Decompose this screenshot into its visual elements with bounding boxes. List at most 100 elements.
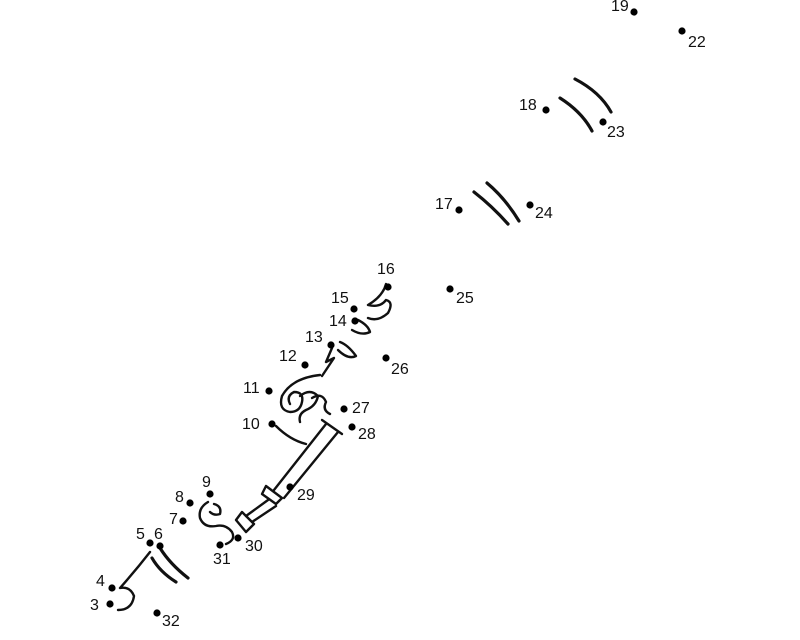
dot-number-label: 30	[245, 538, 263, 555]
dot-marker	[384, 283, 392, 291]
stroke-bottom-curl	[116, 550, 152, 612]
stroke-body-curl	[279, 373, 322, 414]
dot-8: 8	[175, 489, 194, 507]
stroke-lower-joint	[234, 510, 256, 534]
dot-number-label: 22	[688, 34, 706, 51]
dot-marker	[678, 27, 686, 35]
dot-marker	[106, 600, 114, 608]
dot-19: 19	[611, 0, 638, 16]
dot-number-label: 28	[358, 426, 376, 443]
dot-marker	[348, 423, 356, 431]
dot-number-label: 24	[535, 205, 553, 222]
dot-marker	[179, 517, 187, 525]
stroke-low-2	[150, 556, 178, 584]
dot-marker	[630, 8, 638, 16]
stroke-body-inner	[298, 390, 320, 424]
stroke-body-hook	[310, 394, 332, 416]
dot-5: 5	[136, 526, 154, 547]
dot-number-label: 7	[169, 511, 178, 528]
dot-31: 31	[213, 541, 231, 568]
dot-number-label: 19	[611, 0, 629, 15]
stroke-shaft-cap	[320, 418, 344, 436]
dot-number-label: 16	[377, 261, 395, 278]
dot-marker	[351, 317, 359, 325]
dot-number-label: 12	[279, 348, 297, 365]
dot-27: 27	[340, 400, 370, 417]
dot-26: 26	[382, 354, 409, 378]
dot-25: 25	[446, 285, 474, 307]
dot-number-label: 13	[305, 329, 323, 346]
dot-4: 4	[96, 573, 116, 592]
dot-number-label: 29	[297, 487, 315, 504]
dot-22: 22	[678, 27, 706, 51]
dot-number-label: 3	[90, 597, 99, 614]
dot-32: 32	[153, 609, 180, 630]
dot-marker	[268, 420, 276, 428]
dot-24: 24	[526, 201, 553, 222]
stroke-neck-1	[350, 318, 372, 335]
dot-10: 10	[242, 416, 276, 433]
dot-15: 15	[331, 290, 358, 313]
dot-marker	[526, 201, 534, 209]
dot-marker	[286, 483, 294, 491]
stroke-shaft-left	[272, 422, 328, 492]
dot-marker	[234, 534, 242, 542]
dot-marker	[455, 206, 463, 214]
dot-number-label: 27	[352, 400, 370, 417]
dot-number-label: 10	[242, 416, 260, 433]
stroke-joint	[260, 484, 284, 506]
dot-number-label: 32	[162, 613, 180, 630]
dot-18: 18	[519, 97, 550, 114]
dot-marker	[265, 387, 273, 395]
stroke-mid-2	[472, 190, 510, 226]
dot-marker	[327, 341, 335, 349]
stroke-neck-3	[320, 346, 336, 378]
dot-number-label: 31	[213, 551, 231, 568]
dot-marker	[108, 584, 116, 592]
dot-7: 7	[169, 511, 187, 528]
stroke-upper-1	[573, 77, 613, 114]
dot-number-label: 8	[175, 489, 184, 506]
dot-30: 30	[234, 534, 263, 555]
dot-marker	[146, 539, 154, 547]
dot-number-label: 18	[519, 97, 537, 114]
dot-12: 12	[279, 348, 309, 369]
dot-6: 6	[154, 526, 164, 550]
dot-11: 11	[243, 380, 273, 397]
dot-marker	[301, 361, 309, 369]
dot-number-label: 25	[456, 290, 474, 307]
dot-number-label: 5	[136, 526, 145, 543]
stroke-mid-1	[485, 181, 521, 223]
dot-number-label: 14	[329, 313, 347, 330]
stroke-lower-shaft	[244, 498, 278, 524]
dot-marker	[542, 106, 550, 114]
stroke-low-1	[158, 546, 190, 580]
dot-marker	[153, 609, 161, 617]
dot-3: 3	[90, 597, 114, 614]
dot-number-label: 11	[243, 380, 260, 397]
dot-marker	[382, 354, 390, 362]
dot-16: 16	[377, 261, 395, 291]
dot-23: 23	[599, 118, 625, 141]
dot-marker	[216, 541, 224, 549]
dot-28: 28	[348, 423, 376, 443]
dot-marker	[156, 542, 164, 550]
dot-marker	[599, 118, 607, 126]
stroke-foot-curl	[198, 500, 235, 546]
dot-17: 17	[435, 196, 463, 214]
dot-13: 13	[305, 329, 335, 349]
line-art	[116, 77, 613, 612]
dot-number-label: 15	[331, 290, 349, 307]
stroke-tip	[366, 282, 392, 321]
dot-marker	[350, 305, 358, 313]
dot-marker	[186, 499, 194, 507]
dot-29: 29	[286, 483, 315, 504]
dot-number-label: 26	[391, 361, 409, 378]
stroke-body-lower	[274, 424, 308, 446]
dot-marker	[446, 285, 454, 293]
dot-number-label: 23	[607, 124, 625, 141]
dot-number-label: 17	[435, 196, 453, 213]
dot-number-label: 4	[96, 573, 105, 590]
